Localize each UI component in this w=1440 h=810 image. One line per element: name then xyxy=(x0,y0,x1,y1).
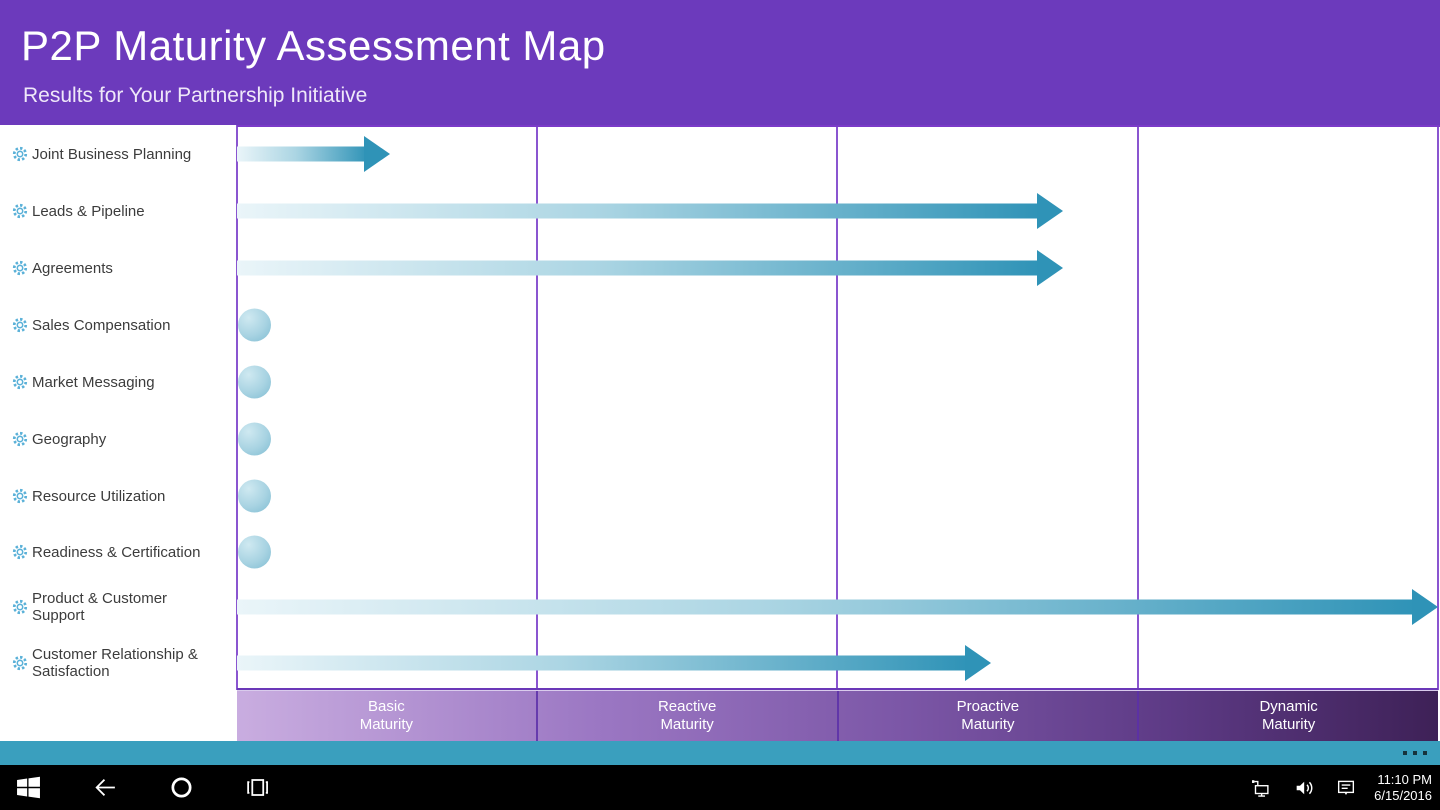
clock[interactable]: 11:10 PM 6/15/2016 xyxy=(1374,765,1432,810)
network-icon xyxy=(1252,779,1269,797)
start-button[interactable] xyxy=(8,765,48,810)
gear-icon xyxy=(12,599,28,615)
row-label-text: Readiness & Certification xyxy=(32,543,201,561)
maturity-arrow xyxy=(237,589,1438,625)
row-label: Customer Relationship & Satisfaction xyxy=(11,646,210,680)
cortana-circle-icon xyxy=(170,777,192,798)
app-bar xyxy=(0,741,1440,765)
gridline-col-3 xyxy=(1137,125,1139,690)
windows-logo-icon xyxy=(16,776,40,799)
row-label: Market Messaging xyxy=(11,373,155,391)
row-label-text: Joint Business Planning xyxy=(32,145,192,163)
action-center-tray-button[interactable] xyxy=(1329,765,1363,810)
row-label-text: Sales Compensation xyxy=(32,316,171,334)
network-tray-button[interactable] xyxy=(1244,765,1278,810)
task-view-icon xyxy=(246,779,268,796)
row-label: Agreements xyxy=(11,259,113,277)
maturity-dot xyxy=(238,365,271,399)
maturity-arrow xyxy=(237,645,991,681)
back-arrow-icon xyxy=(94,779,115,796)
taskbar: 11:10 PM 6/15/2016 xyxy=(0,765,1440,810)
row-label-text: Market Messaging xyxy=(32,373,155,391)
gear-icon xyxy=(12,146,28,162)
row-label: Readiness & Certification xyxy=(11,543,200,561)
gear-icon xyxy=(12,655,28,671)
gear-icon xyxy=(12,203,28,219)
gear-icon xyxy=(12,317,28,333)
volume-tray-button[interactable] xyxy=(1287,765,1321,810)
axis-label: Basic Maturity xyxy=(359,698,414,733)
gear-icon xyxy=(12,374,28,390)
page-subtitle: Results for Your Partnership Initiative xyxy=(23,84,368,107)
gear-icon xyxy=(12,488,28,504)
row-label-text: Agreements xyxy=(32,259,113,277)
gear-icon xyxy=(12,260,28,276)
gridline-col-0 xyxy=(236,125,238,690)
gridline-col-2 xyxy=(836,125,838,690)
row-label-text: Customer Relationship & Satisfaction xyxy=(32,646,198,680)
maturity-arrow xyxy=(237,136,390,172)
back-button[interactable] xyxy=(85,765,125,810)
maturity-arrow xyxy=(237,193,1063,229)
more-icon[interactable] xyxy=(1403,751,1427,755)
gear-icon xyxy=(12,544,28,560)
maturity-dot xyxy=(238,479,271,513)
clock-time: 11:10 PM xyxy=(1377,771,1432,787)
chart-bottom-border xyxy=(237,688,1438,690)
maturity-dot xyxy=(238,535,271,569)
action-center-icon xyxy=(1337,780,1355,795)
row-label: Leads & Pipeline xyxy=(11,202,145,220)
maturity-arrow xyxy=(237,250,1063,286)
speaker-icon xyxy=(1296,781,1313,794)
row-label: Resource Utilization xyxy=(11,487,165,505)
maturity-dot xyxy=(238,308,271,342)
row-label-text: Resource Utilization xyxy=(32,487,166,505)
clock-date: 6/15/2016 xyxy=(1374,787,1432,803)
axis-label: Proactive Maturity xyxy=(836,691,1138,741)
task-view-button[interactable] xyxy=(237,765,277,810)
gear-icon xyxy=(12,431,28,447)
row-label-text: Geography xyxy=(32,430,107,448)
row-label: Sales Compensation xyxy=(11,316,170,334)
maturity-dot xyxy=(238,422,271,456)
cortana-button[interactable] xyxy=(161,765,201,810)
gridline-col-1 xyxy=(536,125,538,690)
app-header: P2P Maturity Assessment Map Results for … xyxy=(0,0,1440,125)
axis-label: Dynamic Maturity xyxy=(1137,691,1438,741)
chart-top-border xyxy=(237,125,1440,127)
row-label: Joint Business Planning xyxy=(11,145,191,163)
row-label: Geography xyxy=(11,430,106,448)
row-label-text: Product & Customer Support xyxy=(32,590,168,624)
gridline-col-4 xyxy=(1437,125,1439,690)
row-label-text: Leads & Pipeline xyxy=(32,202,145,220)
page-title: P2P Maturity Assessment Map xyxy=(21,22,606,69)
axis-label: Reactive Maturity xyxy=(535,691,837,741)
row-label: Product & Customer Support xyxy=(11,590,210,624)
